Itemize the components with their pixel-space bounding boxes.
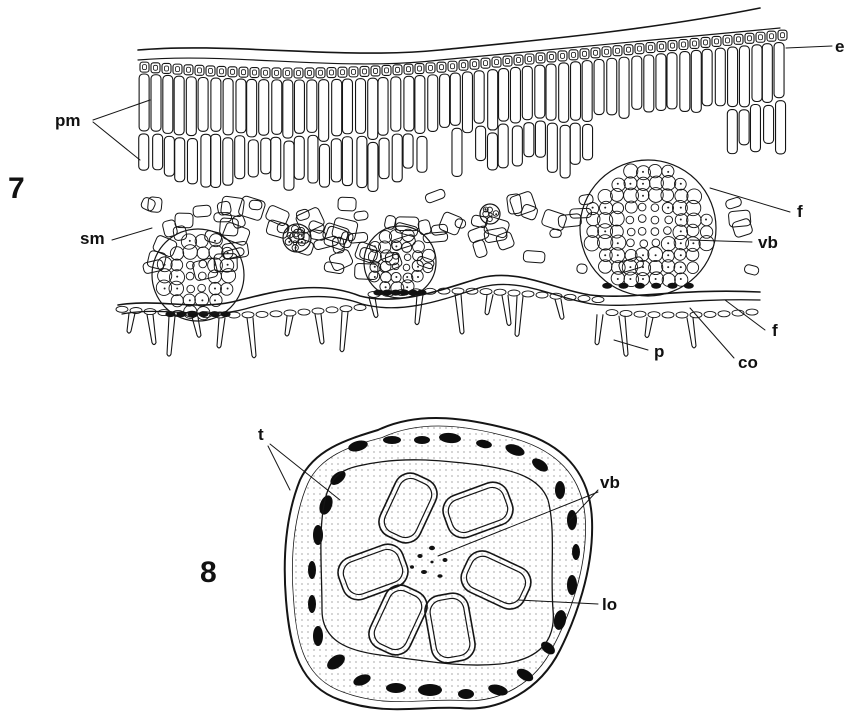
label-t: t xyxy=(258,425,264,444)
cuticle xyxy=(138,8,760,53)
label-vb: vb xyxy=(758,233,778,252)
label-sm: sm xyxy=(80,229,105,248)
figure-8-number: 8 xyxy=(200,556,217,589)
vascular-bundles xyxy=(152,160,716,321)
label-f-upper: f xyxy=(797,202,803,221)
label-p: p xyxy=(654,342,664,361)
label-co: co xyxy=(738,353,758,372)
label-f-lower: f xyxy=(772,321,778,340)
label-lo: lo xyxy=(602,595,617,614)
stem-cross-section xyxy=(285,418,592,709)
hairs xyxy=(127,294,696,358)
label-pm: pm xyxy=(55,111,81,130)
leaf-cross-section xyxy=(116,8,787,358)
label-vb-8: vb xyxy=(600,473,620,492)
label-e: e xyxy=(835,37,844,56)
palisade-mesophyll xyxy=(139,43,786,192)
figure-7-number: 7 xyxy=(8,172,25,205)
